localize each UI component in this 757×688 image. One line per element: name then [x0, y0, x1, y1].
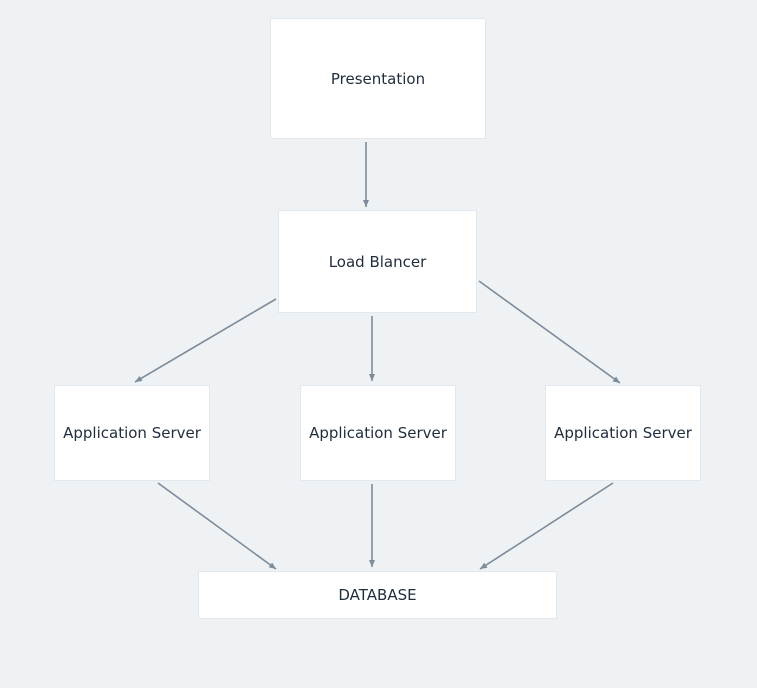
- presentation-label: Presentation: [330, 69, 426, 88]
- app-server-node-3: Application Server: [545, 385, 701, 481]
- edge-app-server-3-to-database: [479, 482, 614, 570]
- app-server-node-1: Application Server: [54, 385, 210, 481]
- load-balancer-label: Load Blancer: [328, 252, 427, 271]
- edge-app-server-1-to-database: [157, 482, 277, 570]
- edge-load-balancer-to-app-server-3: [478, 280, 621, 384]
- database-label: DATABASE: [338, 586, 417, 604]
- load-balancer-node: Load Blancer: [278, 210, 477, 313]
- app-server-node-2: Application Server: [300, 385, 456, 481]
- app-server-label-2: Application Server: [309, 424, 447, 442]
- app-server-label-3: Application Server: [554, 424, 692, 442]
- app-server-label-1: Application Server: [63, 424, 201, 442]
- database-node: DATABASE: [198, 571, 557, 619]
- edge-load-balancer-to-app-server-1: [134, 298, 277, 383]
- presentation-node: Presentation: [270, 18, 486, 139]
